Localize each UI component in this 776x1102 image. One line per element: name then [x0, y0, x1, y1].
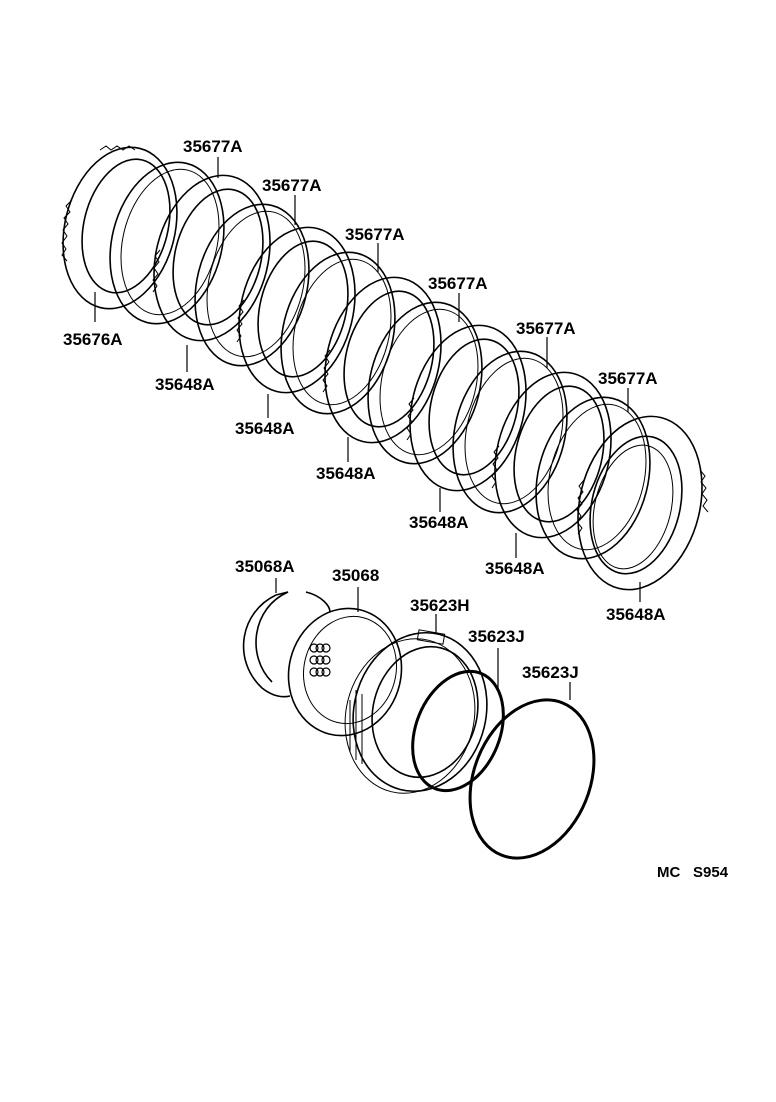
label-35677A-6: 35677A [598, 369, 658, 388]
label-35648A-1: 35648A [155, 375, 215, 394]
plate-35677A-4 [367, 301, 483, 465]
backing-plate-35676A [61, 145, 178, 310]
label-35623J-outer: 35623J [522, 663, 579, 682]
label-35648A-6: 35648A [606, 605, 666, 624]
diagram-code-prefix: MC [657, 864, 680, 881]
plate-35677A-5 [452, 350, 568, 514]
label-35648A-3: 35648A [316, 464, 376, 483]
label-35648A-2: 35648A [235, 419, 295, 438]
plate-35677A-2 [194, 203, 310, 367]
clutch-pack [61, 145, 709, 591]
label-35677A-4: 35677A [428, 274, 488, 293]
o-ring-35623J-inner [411, 669, 505, 793]
return-springs [309, 643, 331, 677]
disc-35648A-4 [406, 324, 527, 492]
disc-35648A-5 [491, 371, 612, 539]
diagram-code-number: S954 [693, 864, 729, 881]
label-35068: 35068 [332, 566, 379, 585]
piston-35623H [344, 629, 488, 794]
label-35676A: 35676A [63, 330, 123, 349]
disc-35648A-3 [322, 276, 442, 444]
leader-lines-lower [275, 578, 571, 700]
label-35677A-1: 35677A [183, 137, 243, 156]
plate-35677A-1 [109, 161, 225, 325]
disc-35648A-6 [576, 415, 709, 591]
label-35648A-5: 35648A [485, 559, 545, 578]
disc-35648A-1 [152, 174, 271, 342]
label-35068A: 35068A [235, 557, 295, 576]
spring-retainer-35068 [287, 591, 403, 737]
plate-35677A-3 [280, 251, 396, 415]
plate-35677A-6 [535, 396, 651, 560]
label-35623J-inner: 35623J [468, 627, 525, 646]
o-ring-35623J-outer [468, 698, 596, 860]
label-35677A-3: 35677A [345, 225, 405, 244]
snap-ring-35068A [242, 591, 291, 698]
part-labels: 35677A 35677A 35677A 35677A 35677A 35677… [63, 137, 729, 881]
label-35677A-5: 35677A [516, 319, 576, 338]
label-35677A-2: 35677A [262, 176, 322, 195]
label-35623H: 35623H [410, 596, 470, 615]
label-35648A-4: 35648A [409, 513, 469, 532]
disc-35648A-2 [236, 226, 356, 394]
leader-lines-upper [94, 157, 641, 602]
